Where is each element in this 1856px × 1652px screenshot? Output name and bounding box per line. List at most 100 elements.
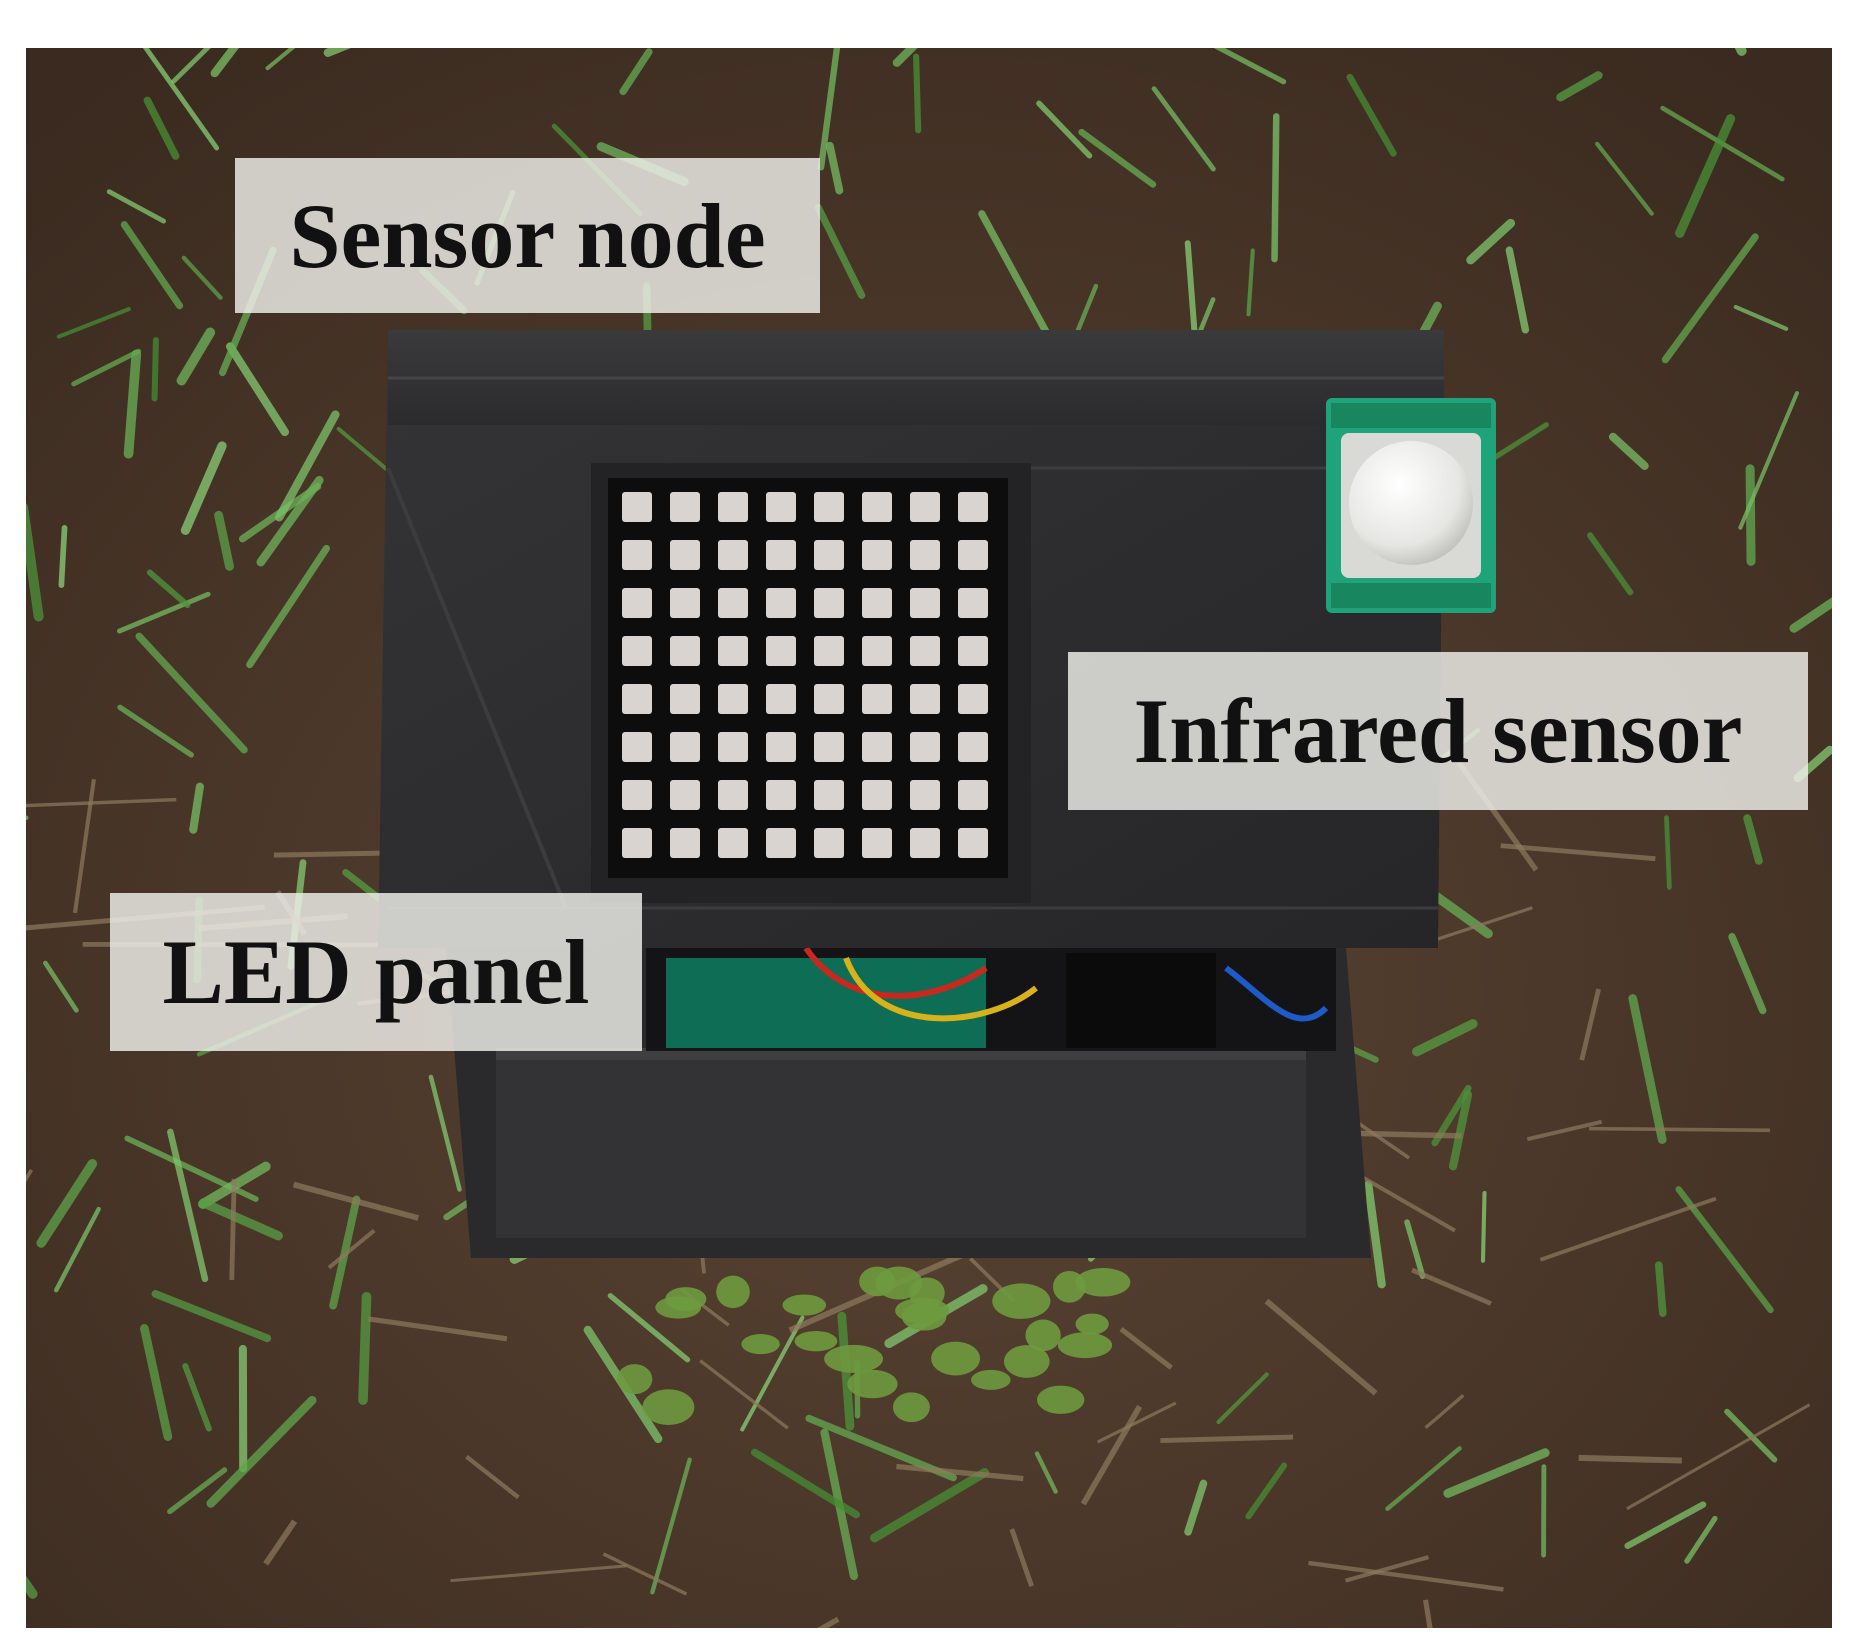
grass-blade xyxy=(123,349,142,459)
grass-blade xyxy=(167,1128,209,1283)
grass-blade xyxy=(116,591,211,634)
grass-blade xyxy=(1213,48,1287,85)
grass-blade xyxy=(1661,233,1759,364)
led-cell xyxy=(718,780,748,810)
leaf xyxy=(931,1341,981,1376)
twig xyxy=(1009,1528,1034,1588)
grass-blade xyxy=(814,203,866,299)
grass-blade xyxy=(1745,464,1756,566)
twig xyxy=(1097,1401,1177,1444)
grass-blade xyxy=(151,1290,272,1343)
led-cell xyxy=(766,684,796,714)
grass-blade xyxy=(1385,1446,1462,1512)
grass-blade xyxy=(1743,814,1763,865)
grass-blade xyxy=(869,1468,990,1543)
led-cell xyxy=(766,540,796,570)
led-cell xyxy=(910,684,940,714)
leaf xyxy=(782,1294,827,1316)
led-cell xyxy=(718,492,748,522)
twig xyxy=(465,1454,520,1500)
led-cell xyxy=(910,636,940,666)
led-cell xyxy=(718,828,748,858)
grass-blade xyxy=(171,48,211,84)
leaf xyxy=(1003,1345,1050,1378)
led-cell xyxy=(766,588,796,618)
grass-blade xyxy=(1684,1515,1718,1564)
grass-blade xyxy=(167,1467,228,1515)
led-cell xyxy=(670,636,700,666)
twig xyxy=(327,1229,376,1270)
sensor-dome xyxy=(1349,441,1473,565)
wire-yellow xyxy=(843,956,1038,1022)
led-cell xyxy=(814,732,844,762)
microcontroller-board xyxy=(1066,953,1216,1048)
grass-blade xyxy=(180,441,227,535)
grass-blade xyxy=(1245,1462,1288,1520)
led-cell xyxy=(670,828,700,858)
grass-blade xyxy=(206,1395,317,1508)
led-cell xyxy=(862,492,892,522)
led-cell xyxy=(910,492,940,522)
led-cell xyxy=(910,828,940,858)
twig xyxy=(1539,1196,1717,1262)
led-cell xyxy=(814,684,844,714)
grass-blade xyxy=(913,53,922,134)
twig xyxy=(1500,843,1656,862)
grass-blade xyxy=(106,189,167,224)
electronics-cavity xyxy=(646,946,1336,1051)
led-cell xyxy=(718,684,748,714)
grass-blade xyxy=(1738,391,1799,530)
led-cell xyxy=(622,636,652,666)
led-cell xyxy=(622,492,652,522)
twig xyxy=(1423,1599,1433,1628)
twig xyxy=(292,1181,420,1221)
led-cell xyxy=(670,492,700,522)
grass-blade xyxy=(1608,432,1649,470)
led-cell xyxy=(622,540,652,570)
label-led-panel-text: LED panel xyxy=(162,921,590,1023)
leaf xyxy=(1075,1267,1131,1297)
grass-blade xyxy=(1724,1408,1778,1463)
led-cell xyxy=(958,732,988,762)
grass-blade xyxy=(1151,86,1216,172)
wire-red xyxy=(803,946,988,999)
grass-blade xyxy=(1733,304,1789,331)
led-cell xyxy=(670,588,700,618)
grass-blade xyxy=(181,255,223,300)
grass-blade xyxy=(36,1159,98,1248)
grass-blade xyxy=(1628,994,1667,1144)
wire-blue xyxy=(1224,965,1329,1022)
leaf xyxy=(642,1389,695,1426)
label-led-panel: LED panel xyxy=(110,893,642,1051)
led-cell xyxy=(814,492,844,522)
grass-blade xyxy=(817,48,841,171)
grass-blade xyxy=(825,141,844,195)
twig xyxy=(1411,1267,1492,1306)
grass-blade xyxy=(146,569,191,609)
leaf xyxy=(655,1296,702,1319)
grass-blade xyxy=(740,1315,805,1432)
grass-blade xyxy=(358,1292,372,1405)
grass-blade xyxy=(143,96,180,160)
grass-blade xyxy=(650,1457,692,1595)
led-cell xyxy=(862,732,892,762)
twig xyxy=(1080,1405,1143,1506)
led-cell xyxy=(814,540,844,570)
grass-blade xyxy=(142,48,220,151)
grass-blade xyxy=(176,327,216,386)
twig xyxy=(1579,988,1601,1061)
led-cell xyxy=(622,732,652,762)
grass-blade xyxy=(1664,815,1672,890)
grass-blade xyxy=(135,632,248,754)
grass-blade xyxy=(182,1363,212,1432)
grass-blade xyxy=(1443,1448,1550,1498)
twig xyxy=(699,1359,789,1430)
led-cell xyxy=(862,588,892,618)
grass-blade xyxy=(58,525,68,588)
grass-blade xyxy=(275,410,340,522)
grass-blade xyxy=(1586,532,1634,596)
led-cell xyxy=(766,492,796,522)
grass-blade xyxy=(1466,218,1516,265)
twig xyxy=(1578,1454,1682,1464)
grass-blade xyxy=(1789,597,1832,633)
